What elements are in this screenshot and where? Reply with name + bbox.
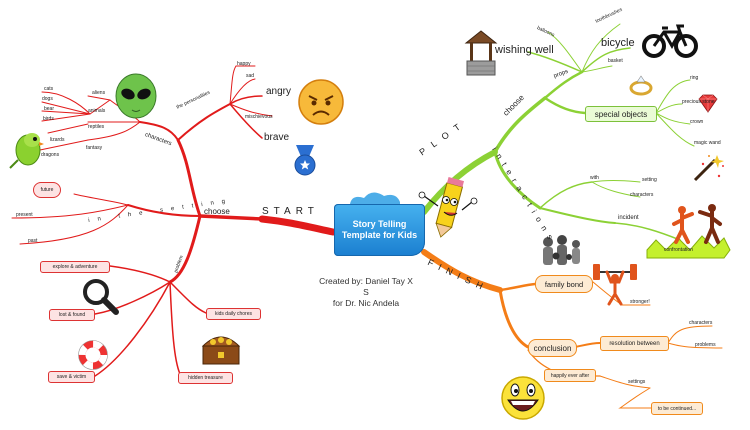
bicycle-icon <box>642 24 698 58</box>
weightlifter-icon <box>593 264 637 306</box>
bicycle-label[interactable]: bicycle <box>601 37 635 49</box>
to-be-continued-node[interactable]: to be continued... <box>651 402 703 415</box>
start-choose-label[interactable]: choose <box>204 207 230 216</box>
lifebuoy-icon <box>78 340 108 370</box>
conclusion-node[interactable]: conclusion <box>528 339 577 357</box>
present-label[interactable]: present <box>16 212 33 218</box>
special-objects-node[interactable]: special objects <box>585 106 657 122</box>
resolution-node[interactable]: resolution between <box>600 336 669 351</box>
pencil-character-icon <box>418 177 478 238</box>
characters-label-plot[interactable]: characters <box>630 192 654 198</box>
parrot-icon <box>9 133 44 169</box>
family-icon <box>543 235 580 265</box>
aliens-label[interactable]: aliens <box>92 90 106 96</box>
central-title-line2: Template for Kids <box>341 230 418 240</box>
treasure-chest-icon <box>201 336 241 365</box>
fight-figures-icon <box>646 204 731 259</box>
ring-label[interactable]: ring <box>690 75 699 81</box>
gem-icon <box>698 94 718 113</box>
start-branch-lines <box>11 65 337 377</box>
lizards-label[interactable]: lizards <box>50 137 65 143</box>
medal-icon <box>294 145 316 176</box>
angry-label[interactable]: angry <box>266 86 292 97</box>
future-node[interactable]: future <box>33 182 61 198</box>
problems-label[interactable]: problems <box>695 342 716 348</box>
crown-label[interactable]: crown <box>690 119 704 125</box>
fantasy-label[interactable]: fantasy <box>86 145 103 151</box>
setting-label-plot[interactable]: setting <box>642 177 657 183</box>
central-topic[interactable]: Story Telling Template for Kids <box>334 204 425 256</box>
author-credit: Created by: Daniel Tay X S for Dr. Nic A… <box>316 276 416 309</box>
laughing-face-icon <box>501 376 545 420</box>
magnifier-icon <box>83 279 119 315</box>
stronger-label[interactable]: stronger! <box>630 299 650 305</box>
sad-label[interactable]: sad <box>246 73 255 79</box>
incident-label[interactable]: incident <box>618 215 639 221</box>
cats-label[interactable]: cats <box>44 86 54 92</box>
happy-label[interactable]: happy <box>237 61 251 67</box>
dogs-label[interactable]: dogs <box>42 96 53 102</box>
chores-node[interactable]: kids daily chores <box>206 308 261 320</box>
save-victim-node[interactable]: save & victim <box>48 371 95 383</box>
plot-branch-lines <box>421 23 695 241</box>
basket-label[interactable]: basket <box>608 58 623 64</box>
central-title-line1: Story Telling <box>352 218 407 229</box>
magic-wand-label[interactable]: magic wand <box>694 140 721 146</box>
reptiles-label[interactable]: reptiles <box>88 124 105 130</box>
precious-stone-label[interactable]: precious stone <box>682 99 715 105</box>
past-label[interactable]: past <box>28 238 38 244</box>
lost-found-node[interactable]: lost & found <box>49 309 95 321</box>
characters-label-finish[interactable]: characters <box>689 320 713 326</box>
happily-ever-after-node[interactable]: happily ever after <box>544 369 596 382</box>
angry-face-icon <box>298 79 344 125</box>
family-bond-node[interactable]: family bond <box>535 275 593 293</box>
bear-label[interactable]: bear <box>44 106 55 112</box>
dragons-label[interactable]: dragons <box>41 152 60 158</box>
credit-line2: for Dr. Nic Andela <box>332 298 400 309</box>
with-label[interactable]: with <box>590 175 599 181</box>
explore-node[interactable]: explore & adventure <box>40 261 110 273</box>
birds-label[interactable]: birds <box>43 116 54 122</box>
alien-icon <box>115 73 157 119</box>
magic-wand-icon <box>693 155 724 182</box>
credit-line1: Created by: Daniel Tay X S <box>319 276 413 298</box>
treasure-node[interactable]: hidden treasure <box>178 372 233 384</box>
ring-icon <box>629 75 653 96</box>
wishing-well-icon <box>464 30 498 76</box>
confrontation-label[interactable]: confrontation <box>664 247 693 253</box>
settings-label[interactable]: settings <box>628 379 646 385</box>
mischievous-label[interactable]: mischievous <box>245 114 273 120</box>
brave-label[interactable]: brave <box>264 132 290 143</box>
branch-start-label[interactable]: START <box>262 206 319 217</box>
animals-label[interactable]: animals <box>88 108 106 114</box>
wishing-well-label[interactable]: wishing well <box>495 44 554 56</box>
